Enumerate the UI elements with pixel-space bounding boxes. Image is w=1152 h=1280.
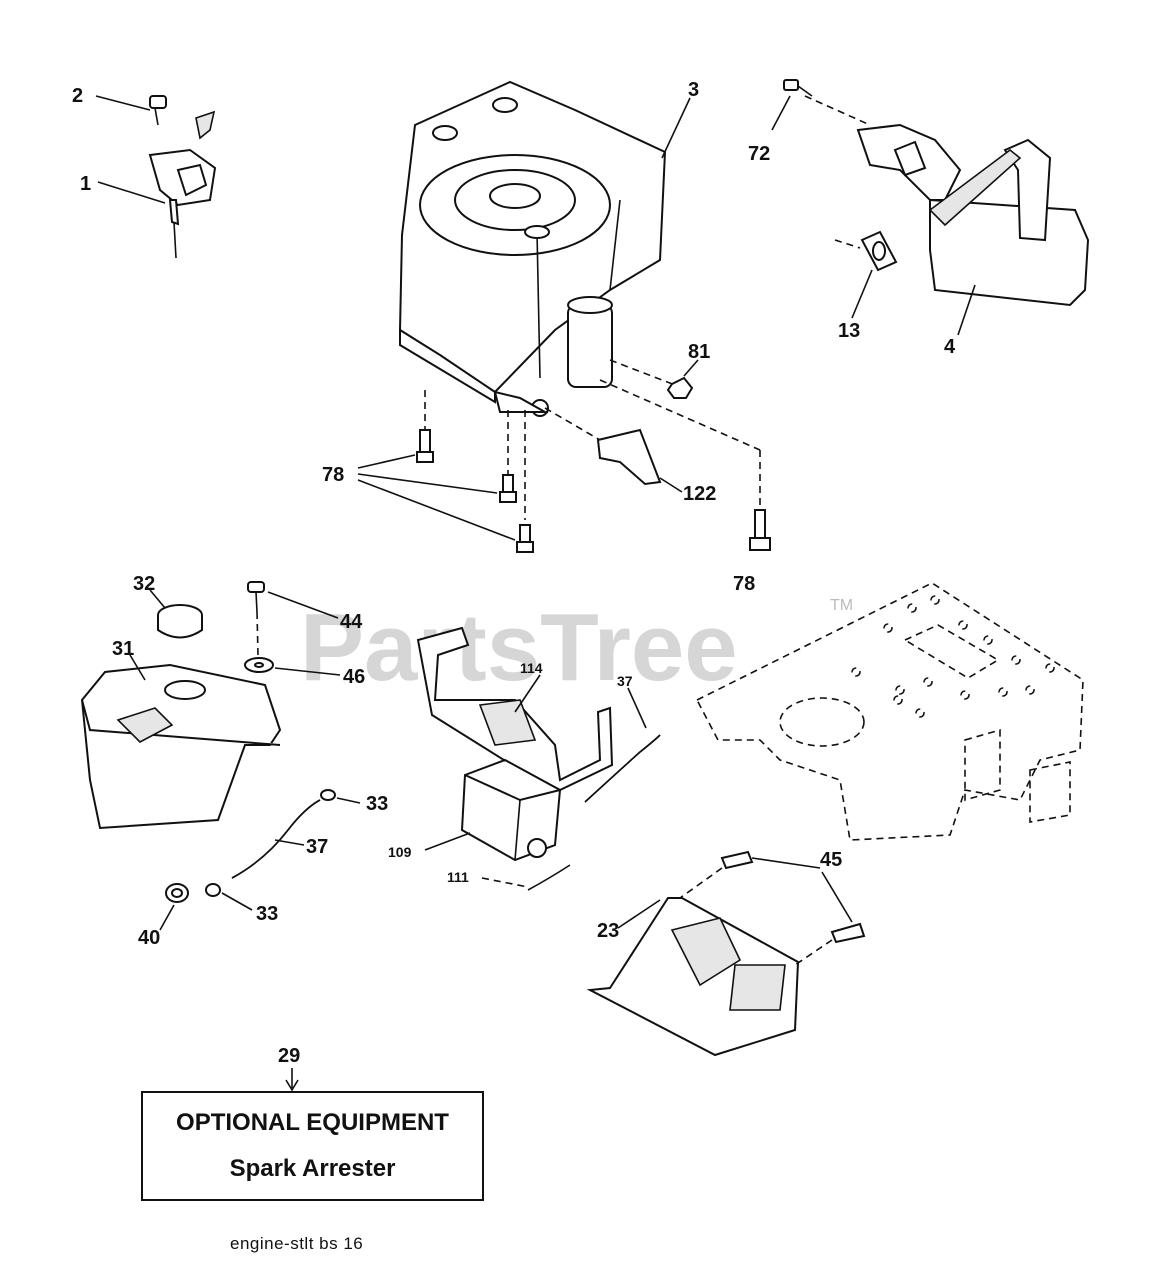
leader-line [617, 899, 661, 929]
leader-line [336, 797, 361, 804]
optional-equipment-box: OPTIONAL EQUIPMENT Spark Arrester [141, 1091, 484, 1201]
throttle-control-part[interactable] [148, 95, 217, 259]
callout-40[interactable]: 40 [138, 927, 160, 949]
shield-122[interactable] [596, 428, 662, 486]
watermark-trademark: TM [830, 597, 853, 614]
leader-line [149, 589, 166, 609]
leader-line [274, 667, 341, 676]
callout-2[interactable]: 2 [72, 85, 83, 107]
dashed-guide [599, 379, 761, 451]
dashed-guide [804, 95, 871, 126]
callout-109[interactable]: 109 [388, 844, 412, 860]
bolt-78-b[interactable] [499, 474, 517, 503]
callout-1[interactable]: 1 [80, 173, 91, 195]
screw-45-a[interactable] [720, 850, 754, 870]
callout-13[interactable]: 13 [838, 320, 860, 342]
leader-line [627, 687, 647, 729]
leader-line [659, 477, 683, 493]
callout-114[interactable]: 114 [520, 660, 543, 676]
leader-line [95, 95, 151, 111]
leader-line [661, 97, 691, 159]
watermark-text: PartsTree [300, 594, 738, 701]
fuel-cap-32[interactable] [157, 604, 203, 639]
callout-78-a[interactable]: 78 [322, 464, 344, 486]
note-subtitle: Spark Arrester [229, 1155, 396, 1182]
leader-line [97, 181, 166, 204]
clamp-33b[interactable] [205, 883, 221, 897]
bolt-78-c[interactable] [516, 524, 534, 553]
dashed-guide [834, 239, 861, 249]
bolt-72[interactable] [783, 79, 813, 97]
wire-111[interactable] [527, 864, 571, 891]
leader-arrow [285, 1079, 299, 1092]
callout-72[interactable]: 72 [748, 143, 770, 165]
bolt-78-d[interactable] [749, 509, 771, 551]
fuel-line-37a[interactable] [231, 799, 321, 879]
leader-line [821, 871, 853, 923]
dashed-guide [679, 867, 723, 899]
callout-33-b[interactable]: 33 [256, 903, 278, 925]
clamp-33a[interactable] [320, 789, 336, 801]
leader-line [514, 674, 541, 713]
leader-line [357, 473, 498, 494]
leader-line [683, 359, 699, 377]
dashed-guide [256, 611, 259, 656]
leader-line [424, 832, 471, 851]
washer-46[interactable] [244, 657, 274, 673]
frame-plate [695, 582, 1084, 841]
callout-33-a[interactable]: 33 [366, 793, 388, 815]
plate-23[interactable] [586, 897, 800, 1057]
nut-81[interactable] [666, 376, 694, 399]
leader-line [129, 654, 146, 681]
grommet-40[interactable] [165, 883, 189, 903]
leader-line [851, 269, 873, 319]
fuel-line-37b[interactable] [584, 734, 661, 803]
leader-line [357, 479, 516, 541]
note-title: OPTIONAL EQUIPMENT [176, 1109, 449, 1136]
leader-line [221, 892, 253, 911]
callout-32[interactable]: 32 [133, 573, 155, 595]
callout-29[interactable]: 29 [278, 1045, 300, 1067]
diagram-footer: engine-stlt bs 16 [230, 1234, 364, 1253]
screw-44[interactable] [247, 581, 265, 613]
gasket-13[interactable] [860, 230, 898, 272]
muffler-4[interactable] [856, 123, 1090, 307]
leader-line [357, 454, 416, 469]
engine-part[interactable] [398, 80, 667, 417]
screw-45-b[interactable] [830, 922, 866, 944]
callout-122[interactable]: 122 [683, 483, 716, 505]
callout-78-b[interactable]: 78 [733, 573, 755, 595]
relay-109[interactable] [460, 758, 562, 862]
leader-line [957, 284, 976, 336]
callout-44[interactable]: 44 [340, 611, 363, 633]
dashed-guide [794, 939, 833, 966]
callout-45[interactable]: 45 [820, 849, 842, 871]
callout-4[interactable]: 4 [944, 336, 956, 358]
callout-3[interactable]: 3 [688, 79, 699, 101]
leader-line [267, 591, 339, 619]
callout-81[interactable]: 81 [688, 341, 710, 363]
callout-37-a[interactable]: 37 [306, 836, 328, 858]
bolt-78-a[interactable] [416, 429, 434, 463]
leader-line [771, 95, 791, 131]
callout-37-b[interactable]: 37 [617, 673, 633, 689]
dashed-guide [544, 407, 601, 441]
dashed-guide [481, 877, 529, 888]
fuel-tank-31[interactable] [80, 663, 282, 830]
callout-111[interactable]: 111 [447, 869, 469, 885]
callout-46[interactable]: 46 [343, 666, 365, 688]
leader-line [274, 839, 305, 846]
dashed-guide [609, 359, 676, 386]
leader-line [159, 904, 175, 931]
callout-31[interactable]: 31 [112, 638, 134, 660]
callout-23[interactable]: 23 [597, 920, 619, 942]
leader-line [751, 857, 821, 869]
